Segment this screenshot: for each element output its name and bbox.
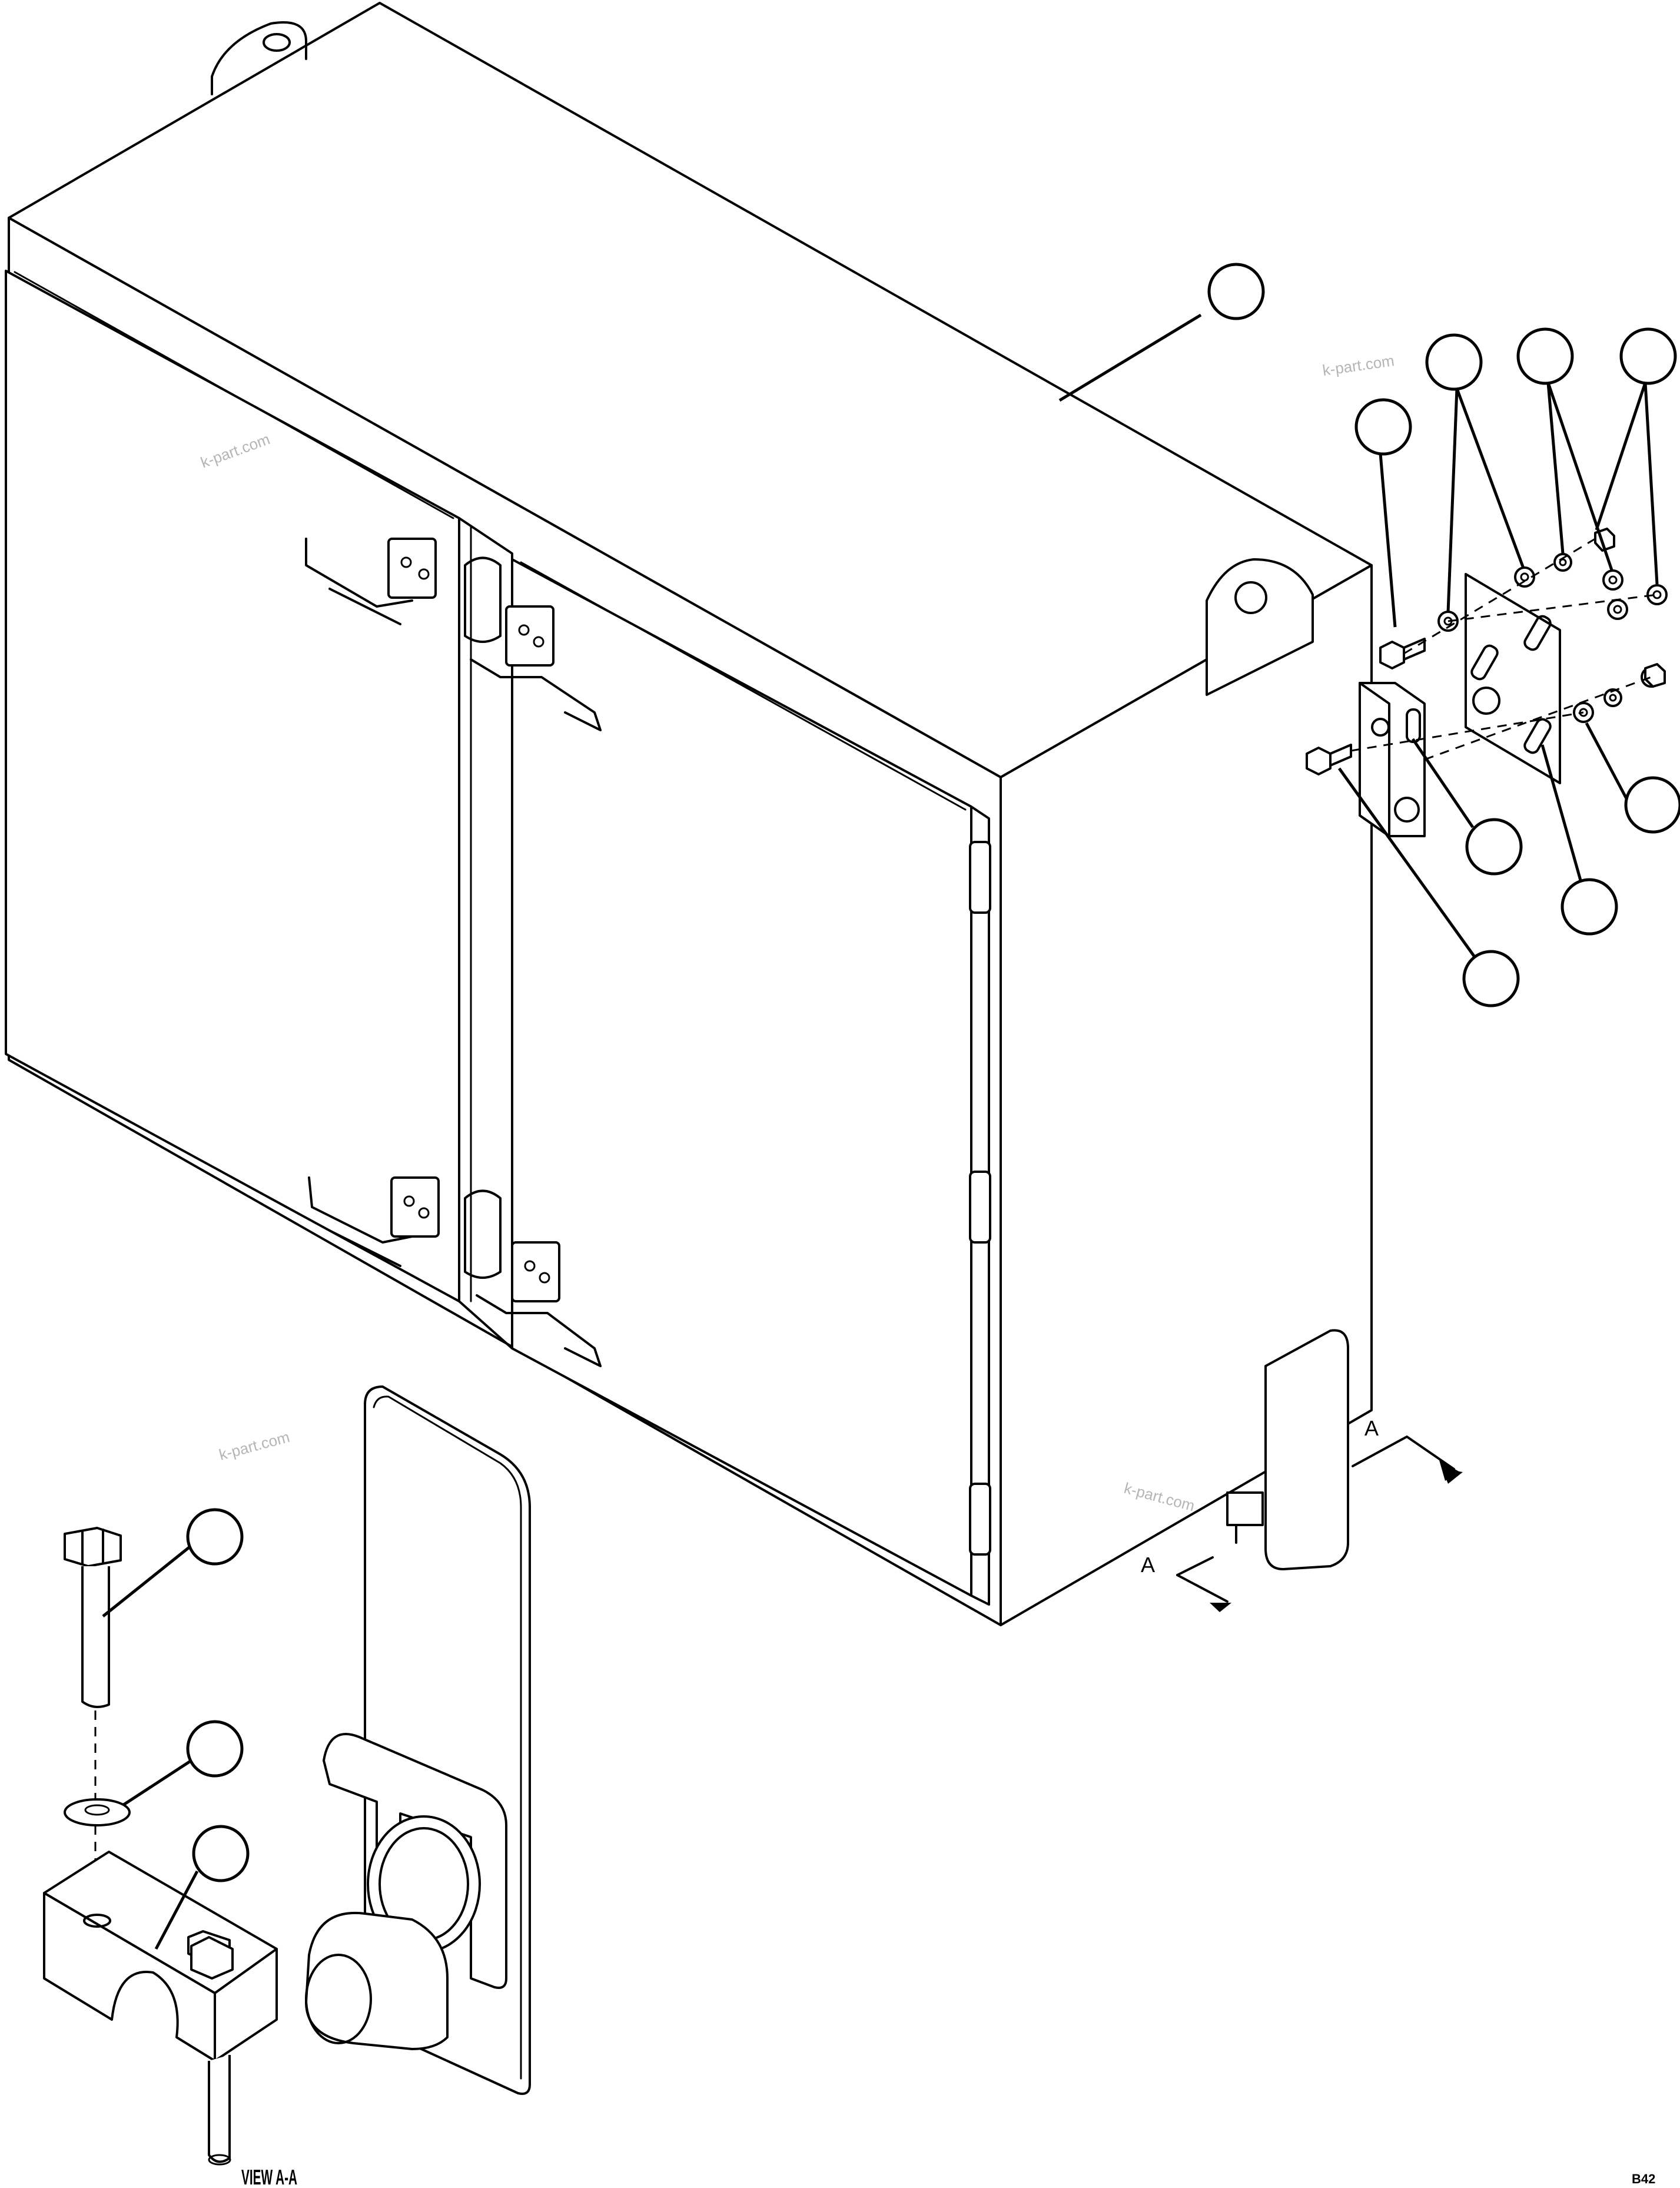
section-marker-upper: A xyxy=(1352,1416,1463,1484)
section-marker-lower: A xyxy=(1141,1553,1231,1612)
bottom-clamp-block xyxy=(1226,1491,1264,1526)
figure-code: B42 xyxy=(1632,2172,1655,2186)
view-clamp-block xyxy=(43,1851,278,2166)
view-pivot-cap xyxy=(305,1911,449,2050)
door-hinge xyxy=(969,841,991,914)
watermark-text: k-part.com xyxy=(1322,352,1396,379)
callout-bubble xyxy=(192,1825,250,1882)
section-arrow xyxy=(1210,1603,1231,1612)
callout-bubble xyxy=(186,1508,244,1566)
cabinet-enclosure xyxy=(5,2,1373,1626)
callout-bubble xyxy=(1354,398,1412,456)
callout-bubble xyxy=(1462,950,1520,1007)
section-arrow xyxy=(1442,1469,1463,1484)
watermark-text: k-part.com xyxy=(217,1428,291,1464)
callout-bubbles xyxy=(102,263,1680,1950)
callout-bubble xyxy=(1619,327,1677,385)
section-label-a: A xyxy=(1364,1416,1379,1440)
callout-bubble xyxy=(1516,327,1574,385)
callout-bubble xyxy=(1425,333,1483,391)
lifting-lug-top xyxy=(211,21,307,95)
callout-bubble xyxy=(1624,776,1680,834)
mounting-plate-large xyxy=(1465,573,1561,784)
mounting-bracket-angle xyxy=(1359,682,1426,837)
door-hinge xyxy=(969,1483,991,1556)
view-handle-lever xyxy=(323,1733,507,1989)
door-latch-lower xyxy=(308,1176,602,1367)
view-a-a-detail xyxy=(43,1385,531,2166)
section-label-a: A xyxy=(1141,1553,1155,1577)
view-washer xyxy=(64,1798,131,1826)
callout-bubble xyxy=(1207,263,1265,320)
callout-bubble xyxy=(1465,818,1523,876)
bottom-handle-plate xyxy=(1264,1329,1349,1570)
hex-bolt xyxy=(1306,744,1352,775)
lifting-lug-side xyxy=(1206,558,1314,696)
door-hinge xyxy=(969,1171,991,1244)
mounting-bracket-group xyxy=(1306,528,1668,837)
view-bolt xyxy=(64,1527,122,1708)
view-label: VIEW A-A xyxy=(241,2165,297,2188)
door-latch-upper xyxy=(305,538,602,731)
callout-bubble xyxy=(186,1720,244,1778)
hex-bolt xyxy=(1379,638,1426,669)
callout-bubble xyxy=(1561,878,1618,936)
